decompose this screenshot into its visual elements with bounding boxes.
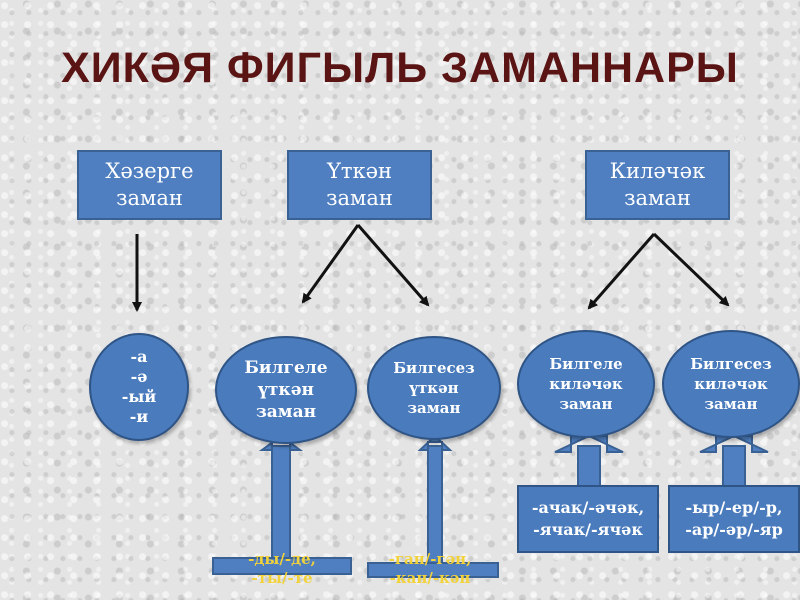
definite-past-ellipse: Билгеле үткән заман (215, 336, 357, 444)
indefinite-past-suffix-bar (367, 562, 499, 578)
present-suffix-ellipse: -а -ә -ый -и (89, 333, 189, 441)
definite-past-suffix-bar (212, 557, 352, 575)
future-tense-word: Киләчәк (609, 159, 706, 183)
indefinite-future-ellipse: Билгесез киләчәк заман (662, 330, 800, 438)
indefinite-future-suffixes: -ыр/-ер/-р, -ар/-әр/-яр (685, 498, 783, 539)
indefinite-past-label: Билгесез үткән заман (393, 359, 475, 417)
indefinite-past-ellipse: Билгесез үткән заман (367, 336, 501, 440)
definite-future-suffixes: -ачак/-әчәк, -ячак/-ячәк (531, 498, 645, 539)
arrow-future-to-definite (587, 233, 656, 310)
definite-future-suffix-box: -ачак/-әчәк, -ячак/-ячәк (517, 485, 659, 553)
definite-future-label: Билгеле киләчәк заман (549, 355, 623, 413)
present-suffix-list: -а -ә -ый -и (121, 347, 157, 426)
present-tense-noun: заман (116, 186, 183, 210)
up-arrow-indefinite-future (699, 434, 769, 453)
arrow-past-to-indefinite (356, 224, 430, 307)
arrow-past-to-definite (301, 224, 360, 304)
indefinite-past-suffixes: -ган/-гән, -кан/-кән (388, 550, 472, 587)
past-tense-noun: заман (326, 186, 393, 210)
past-tense-box: Үткән заман (287, 150, 432, 220)
future-tense-noun: заман (624, 186, 691, 210)
definite-past-suffixes: -ды/-де, -ты/-те (248, 550, 316, 587)
indefinite-future-suffix-box: -ыр/-ер/-р, -ар/-әр/-яр (668, 485, 800, 553)
arrow-future-to-indefinite (652, 232, 730, 307)
page-title: ХИКӘЯ ФИГЫЛЬ ЗАМАННАРЫ (61, 44, 739, 92)
present-tense-word: Хәзерге (105, 159, 194, 183)
indefinite-future-label: Билгесез киләчәк заман (690, 355, 772, 413)
up-arrow-definite-future (554, 434, 624, 453)
past-tense-word: Үткән (326, 159, 393, 183)
definite-future-ellipse: Билгеле киләчәк заман (517, 330, 655, 438)
present-tense-box: Хәзерге заман (77, 150, 222, 220)
future-tense-box: Киләчәк заман (585, 150, 730, 220)
definite-past-label: Билгеле үткән заман (244, 358, 328, 422)
